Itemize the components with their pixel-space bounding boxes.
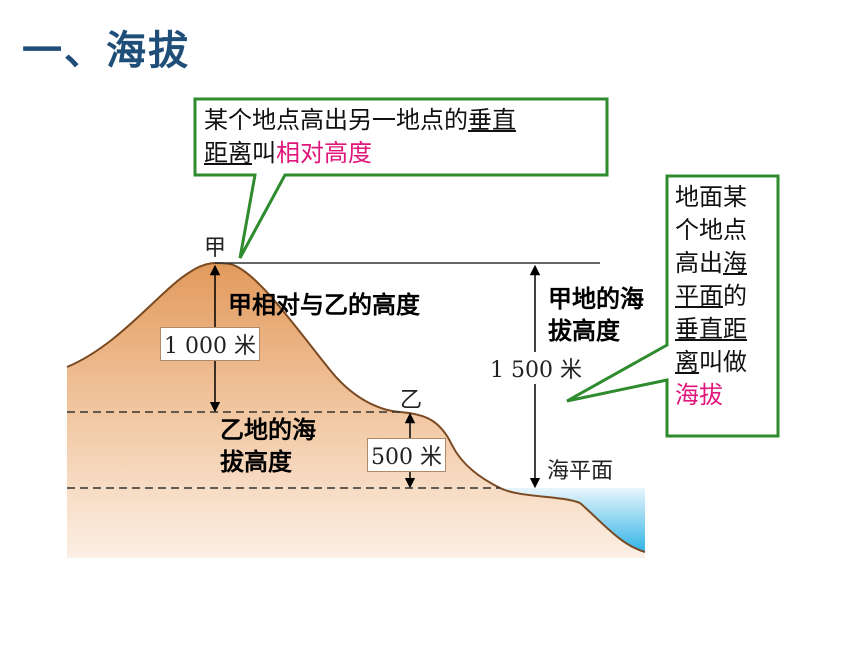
sea-water [500,488,645,552]
point-b-label: 乙 [400,388,423,413]
b-altitude-label: 乙地的海 拔高度 [220,416,316,476]
a-altitude-label: 甲地的海 拔高度 [548,285,644,345]
mountain-outline [66,262,646,553]
page-title: 一、海拔 [22,28,190,74]
a-relative-b-label: 甲相对与乙的高度 [228,291,420,319]
sea-level-label: 海平面 [547,459,614,484]
height-1000-label: 1 000 米 [160,327,260,361]
callout-relative-text: 某个地点高出另一地点的垂直 距离叫相对高度 [204,106,516,167]
height-500-label: 500 米 [367,438,446,472]
callout-relative-height [193,97,609,259]
callout-altitude [566,174,780,438]
height-1500-label: 1 500 米 [490,352,582,384]
point-a-label: 甲 [204,236,227,261]
callout-altitude-text: 地面某 个地点 高出海 平面的 垂直距 离叫做 海拔 [675,183,747,409]
